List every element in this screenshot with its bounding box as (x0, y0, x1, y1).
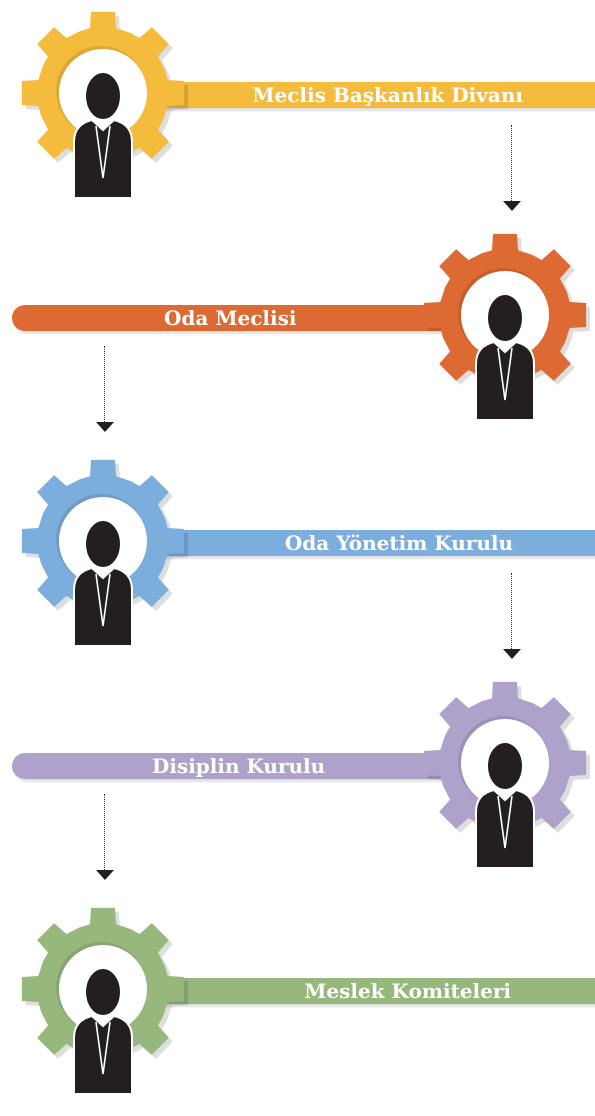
person-icon (73, 519, 133, 647)
gear-icon (420, 230, 591, 421)
gear-svg (21, 907, 189, 1095)
person-icon (73, 967, 133, 1095)
gear-svg (423, 233, 591, 421)
person-icon (475, 293, 535, 421)
level-bar: Meclis Başkanlık Divanı (150, 82, 595, 108)
level-bar: Oda Yönetim Kurulu (150, 530, 595, 556)
level-label: Meclis Başkanlık Divanı (252, 83, 523, 107)
level-label: Disiplin Kurulu (152, 754, 326, 778)
level-label: Oda Yönetim Kurulu (284, 531, 513, 555)
level-oda-meclisi: Oda Meclisi (0, 224, 595, 444)
level-bar: Disiplin Kurulu (12, 753, 472, 779)
gear-icon (420, 678, 591, 869)
gear-svg (21, 459, 189, 647)
level-bar: Meslek Komiteleri (150, 978, 595, 1004)
arrow-down-icon (95, 794, 115, 884)
level-meslek-komiteleri: Meslek Komiteleri (0, 896, 595, 1116)
gear-icon (18, 8, 189, 199)
person-icon (475, 741, 535, 869)
gear-svg (423, 681, 591, 869)
gear-icon (18, 904, 189, 1095)
person-icon (73, 71, 133, 199)
arrow-down-icon (95, 346, 115, 436)
arrow-down-icon (502, 125, 522, 215)
level-bar: Oda Meclisi (12, 305, 472, 331)
gear-svg (21, 11, 189, 199)
level-meclis-baskanlik-divani: Meclis Başkanlık Divanı (0, 0, 595, 220)
level-disiplin-kurulu: Disiplin Kurulu (0, 672, 595, 892)
level-label: Meslek Komiteleri (304, 979, 511, 1003)
arrow-down-icon (502, 573, 522, 663)
gear-icon (18, 456, 189, 647)
level-oda-yonetim-kurulu: Oda Yönetim Kurulu (0, 448, 595, 668)
level-label: Oda Meclisi (164, 306, 297, 330)
